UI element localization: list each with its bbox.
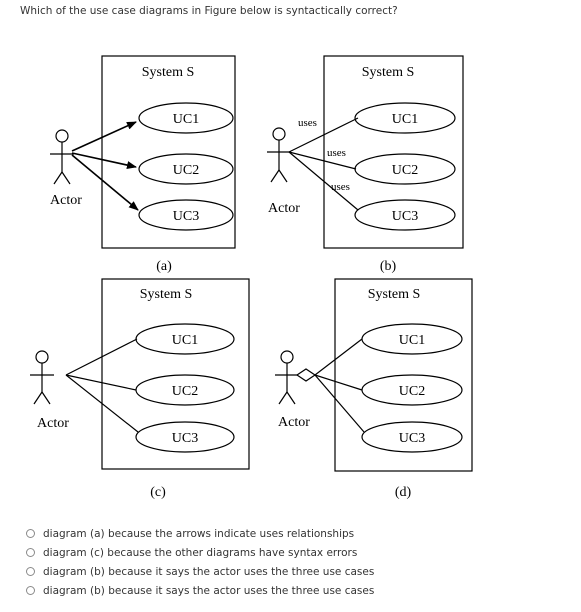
association-lines	[65, 338, 139, 433]
use-case-uc3: UC3	[135, 421, 235, 453]
radio-button[interactable]	[26, 586, 35, 595]
actor-stick-figure	[30, 350, 54, 405]
use-case-uc1: UC1	[138, 102, 234, 134]
radio-button[interactable]	[26, 548, 35, 557]
use-case-uc2: UC2	[138, 153, 234, 185]
system-label: System S	[362, 65, 415, 80]
actor-label: Actor	[37, 416, 69, 431]
answer-option-4[interactable]: diagram (b) because it says the actor us…	[26, 581, 374, 600]
option-label[interactable]: diagram (b) because it says the actor us…	[43, 584, 375, 597]
system-boundary	[101, 55, 236, 249]
use-case-label: UC3	[399, 431, 425, 446]
answer-option-2[interactable]: diagram (c) because the other diagrams h…	[26, 543, 374, 562]
diagram-caption: (b)	[380, 259, 397, 274]
use-case-uc1: UC1	[135, 323, 235, 355]
use-case-label: UC1	[172, 333, 198, 348]
edge-label-uses: uses	[331, 181, 350, 193]
actor-stick-figure	[275, 350, 299, 405]
association-arrows	[71, 121, 139, 211]
use-case-label: UC3	[173, 209, 199, 224]
system-boundary	[323, 55, 464, 249]
edge-label-uses: uses	[298, 117, 317, 129]
use-case-uc2: UC2	[135, 374, 235, 406]
use-case-label: UC1	[173, 112, 199, 127]
use-case-uc3: UC3	[361, 421, 463, 453]
diagram-a: System S UC1 UC2 UC3 Actor (a)	[50, 55, 236, 274]
system-label: System S	[368, 287, 421, 302]
association-lines	[288, 117, 359, 211]
use-case-label: UC2	[399, 384, 425, 399]
question-text: Which of the use case diagrams in Figure…	[20, 5, 398, 17]
use-case-label: UC2	[173, 163, 199, 178]
system-boundary	[334, 278, 473, 472]
use-case-diagrams-figure: System S UC1 UC2 UC3 Actor (a)	[30, 55, 473, 500]
actor-label: Actor	[50, 193, 82, 208]
actor-stick-figure	[50, 129, 74, 185]
actor-label: Actor	[278, 415, 310, 430]
association-lines	[314, 338, 365, 433]
actor-label: Actor	[268, 201, 300, 216]
system-boundary	[101, 278, 250, 470]
use-case-label: UC2	[392, 163, 418, 178]
diagram-caption: (d)	[395, 485, 412, 500]
use-case-uc3: UC3	[354, 199, 456, 231]
diagram-caption: (c)	[150, 485, 166, 500]
answer-options: diagram (a) because the arrows indicate …	[26, 524, 374, 600]
radio-button[interactable]	[26, 529, 35, 538]
use-case-label: UC3	[172, 431, 198, 446]
use-case-uc3: UC3	[138, 199, 234, 231]
use-case-label: UC1	[392, 112, 418, 127]
edge-label-uses: uses	[327, 147, 346, 159]
answer-option-3[interactable]: diagram (b) because it says the actor us…	[26, 562, 374, 581]
option-label[interactable]: diagram (b) because it says the actor us…	[43, 565, 375, 578]
use-case-uc1: UC1	[361, 323, 463, 355]
use-case-uc2: UC2	[361, 374, 463, 406]
diagram-c: System S UC1 UC2 UC3 Actor (c)	[30, 278, 250, 500]
option-label[interactable]: diagram (c) because the other diagrams h…	[43, 546, 358, 559]
answer-option-1[interactable]: diagram (a) because the arrows indicate …	[26, 524, 374, 543]
use-case-label: UC2	[172, 384, 198, 399]
diagram-b: System S UC1 UC2 UC3 Actor uses uses us	[267, 55, 464, 274]
use-case-uc1: UC1	[354, 102, 456, 134]
system-label: System S	[142, 65, 195, 80]
diagram-d: System S UC1 UC2 UC3 Actor (d)	[275, 278, 473, 500]
system-label: System S	[140, 287, 193, 302]
use-case-uc2: UC2	[354, 153, 456, 185]
use-case-label: UC3	[392, 209, 418, 224]
aggregation-diamond	[295, 368, 317, 382]
option-label[interactable]: diagram (a) because the arrows indicate …	[43, 527, 355, 540]
use-case-label: UC1	[399, 333, 425, 348]
actor-stick-figure	[267, 127, 291, 183]
diagram-caption: (a)	[156, 259, 172, 274]
radio-button[interactable]	[26, 567, 35, 576]
